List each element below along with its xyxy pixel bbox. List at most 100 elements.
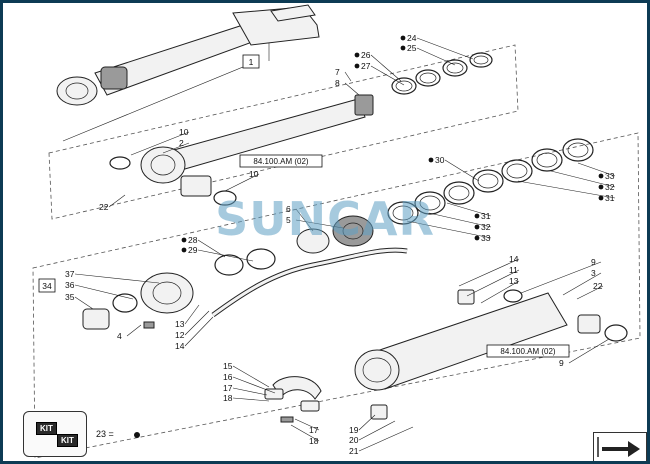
callout-leader bbox=[184, 304, 200, 325]
callout-c27: 27 bbox=[354, 61, 405, 86]
callout-c31a: 31 bbox=[517, 180, 616, 203]
callout-leader bbox=[577, 162, 616, 177]
callout-c7: 7 bbox=[335, 67, 352, 82]
piston-rod bbox=[109, 94, 374, 206]
callout-c6: 6 bbox=[286, 204, 314, 232]
kit-marker-dot bbox=[598, 173, 604, 179]
callout-c28: 28 bbox=[181, 235, 226, 258]
callout-number: 18 bbox=[309, 436, 319, 446]
callout-leader bbox=[428, 212, 492, 228]
callout-number: 13 bbox=[509, 276, 519, 286]
callout-c13b: 13 bbox=[480, 276, 520, 304]
callout-number: 25 bbox=[407, 43, 417, 53]
callout-leader bbox=[197, 239, 226, 258]
callout-c25: 25 bbox=[400, 43, 456, 66]
kit-legend-dot bbox=[134, 432, 140, 438]
callout-number: 26 bbox=[361, 50, 371, 60]
callout-leader bbox=[295, 219, 344, 229]
callout-number: 13 bbox=[175, 319, 185, 329]
assembly-box: 1 bbox=[242, 54, 260, 69]
callout-leader bbox=[466, 269, 520, 297]
callout-number: 20 bbox=[349, 435, 359, 445]
callout-number: 8 bbox=[335, 78, 340, 88]
callout-c8: 8 bbox=[335, 78, 360, 96]
callout-number: 17 bbox=[223, 383, 233, 393]
callout-c30: 30 bbox=[428, 155, 480, 182]
callout-leader bbox=[562, 272, 602, 296]
callout-number: 15 bbox=[223, 361, 233, 371]
callout-number: 17 bbox=[309, 425, 319, 435]
callout-number: 9 bbox=[559, 358, 564, 368]
callout-c9b: 9 bbox=[559, 338, 610, 368]
callout-number: 10 bbox=[249, 169, 259, 179]
callout-c36: 36 bbox=[65, 280, 134, 300]
kit-marker-dot bbox=[354, 52, 360, 58]
callout-number: 3 bbox=[591, 268, 596, 278]
pipe-clamp bbox=[264, 376, 388, 423]
callout-leader bbox=[197, 249, 254, 262]
callout-c33b: 33 bbox=[406, 220, 492, 243]
kit-marker-dot bbox=[428, 157, 434, 163]
callout-c16: 16 bbox=[223, 372, 276, 394]
watermark: SUNCAR bbox=[215, 192, 435, 246]
callout-c11: 11 bbox=[466, 265, 520, 297]
callout-leader bbox=[358, 414, 376, 431]
callout-c31b: 31 bbox=[446, 202, 492, 221]
kit-marker-dot bbox=[474, 224, 480, 230]
callout-c15: 15 bbox=[223, 361, 270, 388]
callout-c22a: 22 bbox=[99, 194, 126, 212]
callout-leader bbox=[232, 387, 268, 396]
exploded-parts-diagram: 1 34 84.100.AM (02) 84.100.AM (02) 24252… bbox=[32, 4, 641, 459]
callout-leader bbox=[224, 173, 260, 192]
next-page-arrow-icon[interactable] bbox=[593, 432, 647, 461]
callout-number: 4 bbox=[117, 331, 122, 341]
callout-leader bbox=[344, 71, 352, 82]
callout-number: 27 bbox=[361, 61, 371, 71]
reference-box-lower: 84.100.AM (02) bbox=[486, 344, 570, 358]
callout-c14a: 14 bbox=[175, 316, 214, 351]
kit-icon-label-1: KIT bbox=[36, 422, 57, 435]
callout-leader bbox=[290, 424, 320, 442]
callout-leader bbox=[184, 310, 210, 336]
callout-c19: 19 bbox=[349, 414, 376, 435]
callout-leader bbox=[358, 420, 396, 441]
callout-number: 7 bbox=[335, 67, 340, 77]
kit-marker-dot bbox=[598, 184, 604, 190]
kit-marker-dot bbox=[474, 235, 480, 241]
callout-leader bbox=[108, 194, 126, 208]
callout-number: 10 bbox=[179, 127, 189, 137]
callout-c26: 26 bbox=[354, 50, 402, 82]
assembled-cylinder-top bbox=[56, 4, 320, 142]
callout-c17b: 17 bbox=[294, 418, 320, 435]
subkit-box: 34 bbox=[38, 278, 56, 293]
seal-rings-top bbox=[391, 52, 493, 95]
callout-c14b: 14 bbox=[458, 254, 520, 287]
callout-number: 2 bbox=[179, 138, 184, 148]
callout-c5: 5 bbox=[286, 215, 344, 229]
callout-leader bbox=[74, 296, 94, 310]
callout-c24: 24 bbox=[400, 33, 474, 60]
callout-number: 22 bbox=[593, 281, 603, 291]
callout-number: 21 bbox=[349, 446, 359, 456]
callout-c33a: 33 bbox=[577, 162, 616, 181]
callout-number: 30 bbox=[435, 155, 445, 165]
callout-number: 31 bbox=[481, 211, 491, 221]
callout-leader bbox=[370, 65, 405, 86]
callout-number: 32 bbox=[605, 182, 615, 192]
reference-box-upper: 84.100.AM (02) bbox=[239, 154, 323, 168]
callout-c9a: 9 bbox=[520, 257, 602, 294]
cylinder-barrel bbox=[354, 289, 628, 391]
callout-number: 19 bbox=[349, 425, 359, 435]
callout-leader bbox=[126, 324, 142, 337]
callout-leader bbox=[446, 202, 492, 217]
callout-c21: 21 bbox=[349, 426, 414, 456]
callout-leader bbox=[344, 82, 360, 96]
callout-number: 35 bbox=[65, 292, 75, 302]
callout-number: 16 bbox=[223, 372, 233, 382]
callout-number: 37 bbox=[65, 269, 75, 279]
kit-box-icon: KIT KIT bbox=[23, 411, 87, 457]
callout-c17a: 17 bbox=[223, 383, 268, 396]
kit-marker-dot bbox=[400, 45, 406, 51]
